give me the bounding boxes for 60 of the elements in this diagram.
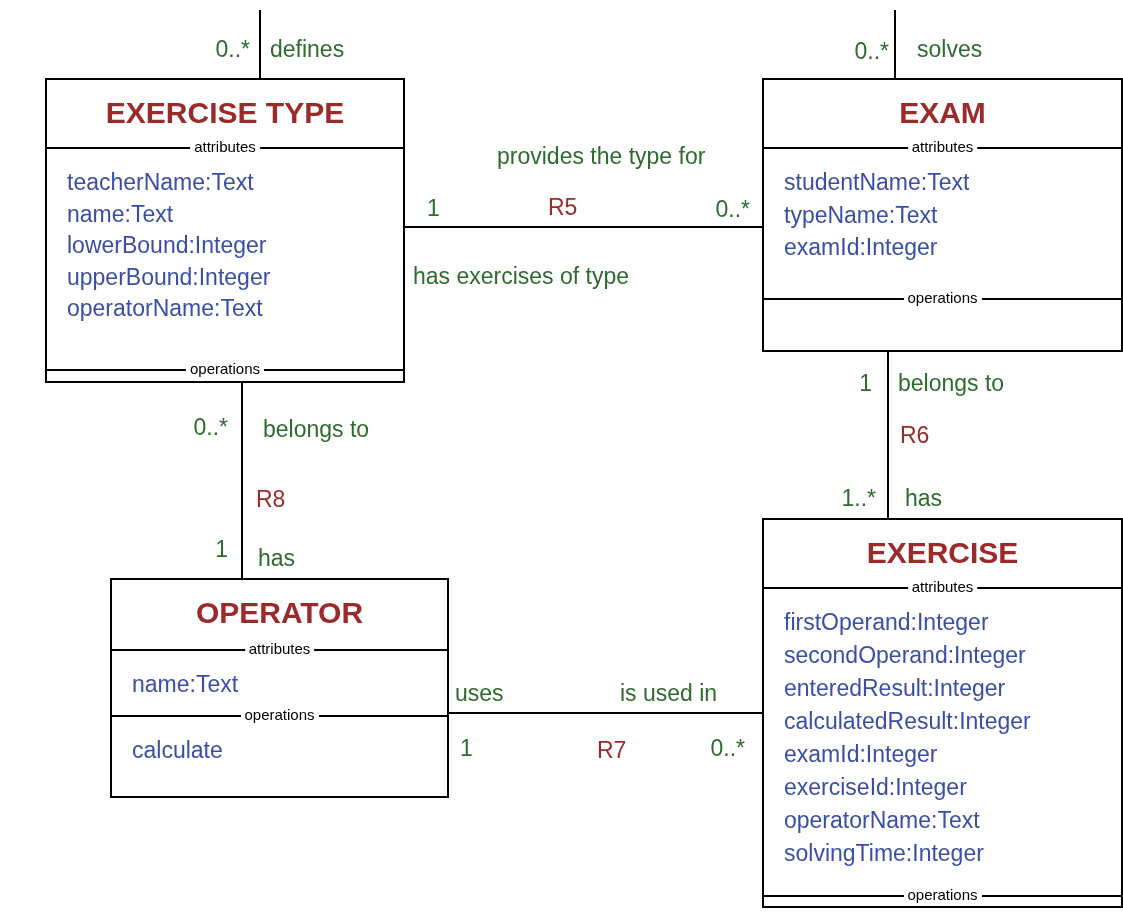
attribute-text: upperBound:Integer [67, 263, 271, 290]
role-name: has [258, 545, 296, 571]
attribute-text: name:Text [67, 200, 174, 227]
class-box [110, 578, 449, 798]
class-box [762, 518, 1123, 908]
attribute-text: examId:Integer [784, 234, 938, 260]
role-name: has [905, 485, 943, 511]
class-box [762, 78, 1123, 352]
association-line [404, 226, 763, 228]
multiplicity: 1 [427, 195, 440, 221]
role-name: is used in [620, 680, 718, 706]
multiplicity: 0..* [710, 735, 745, 761]
role-name: belongs to [263, 416, 370, 442]
multiplicity: 1 [859, 370, 872, 396]
section-label: attributes [907, 579, 978, 595]
attribute-text: firstOperand:Integer [784, 609, 989, 635]
attribute-text: teacherName:Text [67, 169, 254, 195]
multiplicity: 1..* [841, 485, 876, 511]
association-line [448, 712, 763, 714]
role-name: defines [270, 36, 345, 62]
section-label: operations [903, 887, 982, 903]
attribute-text: enteredResult:Integer [784, 675, 1006, 701]
section-label: attributes [244, 641, 315, 657]
attribute-text: examId:Integer [784, 741, 938, 767]
multiplicity: 0..* [215, 36, 250, 62]
section-label: attributes [907, 139, 978, 155]
operation-text: calculate [132, 737, 223, 763]
section-label: operations [903, 290, 982, 306]
multiplicity: 1 [460, 735, 473, 761]
association-line [259, 9, 261, 79]
class-name: OPERATOR [195, 598, 364, 628]
role-name: provides the type for [497, 143, 706, 169]
association-line [887, 351, 889, 519]
attribute-text: studentName:Text [784, 169, 970, 195]
multiplicity: 0..* [193, 414, 228, 440]
attribute-text: secondOperand:Integer [784, 642, 1026, 668]
attribute-text: solvingTime:Integer [784, 840, 984, 866]
multiplicity: 0..* [715, 196, 750, 222]
association-line [241, 382, 243, 579]
attribute-text: calculatedResult:Integer [784, 708, 1031, 734]
multiplicity: 0..* [854, 38, 889, 64]
section-label: operations [240, 707, 319, 723]
class-name: EXERCISE [866, 538, 1019, 568]
role-name: uses [455, 680, 504, 706]
class-name: EXERCISE TYPE [105, 98, 345, 128]
role-name: has exercises of type [413, 263, 630, 289]
role-name: solves [917, 36, 983, 62]
class-box [45, 78, 405, 383]
association-line [894, 9, 896, 79]
role-name: belongs to [898, 370, 1005, 396]
attribute-text: lowerBound:Integer [67, 232, 267, 258]
attribute-text: name:Text [132, 671, 239, 697]
attribute-text: operatorName:Text [784, 807, 980, 833]
attribute-text: typeName:Text [784, 201, 938, 228]
section-label: attributes [190, 139, 260, 155]
multiplicity: 1 [215, 536, 228, 562]
attribute-text: operatorName:Text [67, 295, 263, 321]
attribute-text: exerciseId:Integer [784, 774, 967, 800]
class-name: EXAM [899, 98, 986, 128]
section-label: operations [185, 361, 265, 377]
